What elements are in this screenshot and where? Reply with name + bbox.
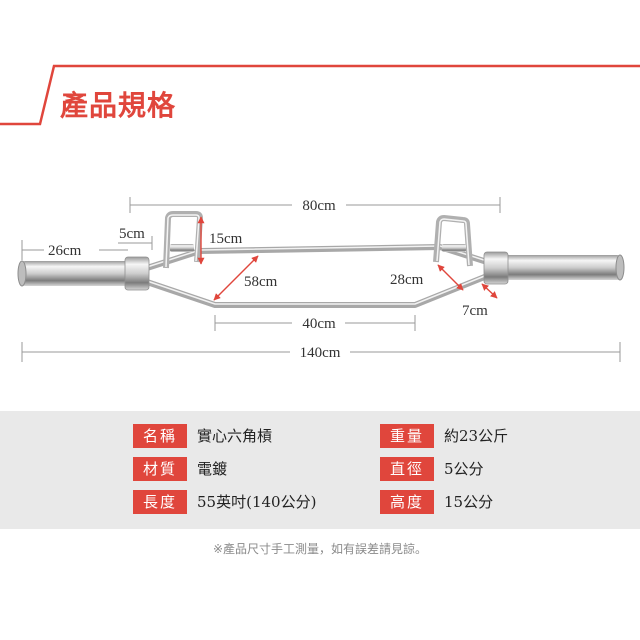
- back-rail-highlight: [146, 245, 488, 268]
- spec-value-material: 電鍍: [197, 460, 228, 478]
- dimension-top-width: [129, 197, 501, 213]
- measurement-note: ※產品尺寸手工測量，如有誤差請見諒。: [212, 542, 428, 556]
- dimension-total-length: [21, 342, 621, 362]
- spec-value-diameter: 5公分: [444, 460, 484, 478]
- hex-frame: [146, 244, 489, 308]
- dimension-label-sleeve: 26cm: [48, 243, 82, 259]
- dimension-label-bottom-rail: 40cm: [302, 316, 336, 332]
- right-handle: [433, 215, 473, 267]
- front-rail: [146, 273, 489, 308]
- back-rail: [146, 244, 488, 271]
- right-sleeve: [505, 254, 625, 281]
- dimension-sleeve: [21, 240, 128, 260]
- dimension-collar: [118, 236, 153, 250]
- dimension-label-side: 7cm: [462, 303, 488, 319]
- spec-label-name: 名稱: [133, 424, 187, 448]
- dimension-label-inner-width: 28cm: [390, 272, 424, 288]
- right-collar: [483, 251, 509, 285]
- spec-label-weight: 重量: [380, 424, 434, 448]
- header-decoration: [0, 64, 640, 126]
- product-drawing: 80cm 5cm 26cm 15cm 58cm 28cm 7cm: [17, 197, 625, 362]
- left-sleeve: [17, 260, 128, 287]
- spec-value-name: 實心六角槓: [197, 427, 273, 445]
- dimension-label-total-length: 140cm: [300, 345, 341, 361]
- left-collar: [124, 256, 150, 291]
- spec-value-height: 15公分: [444, 493, 494, 511]
- dimension-label-top-width: 80cm: [302, 198, 336, 214]
- spec-panel: 名稱 實心六角槓 重量 約23公斤 材質 電鍍 直徑 5公分 長度 55英吋(1…: [0, 411, 640, 529]
- spec-value-weight: 約23公斤: [444, 427, 509, 445]
- spec-label-length: 長度: [133, 490, 187, 514]
- dimension-bottom-rail: [214, 315, 416, 331]
- dimension-arrow-diagonal: [213, 255, 259, 301]
- dimension-label-collar: 5cm: [119, 226, 145, 242]
- section-title: 產品規格: [60, 89, 177, 122]
- dimension-arrow-side: [481, 283, 498, 299]
- dimension-label-diagonal: 58cm: [244, 274, 278, 290]
- spec-label-diameter: 直徑: [380, 457, 434, 481]
- spec-value-length: 55英吋(140公分): [197, 493, 317, 511]
- spec-label-material: 材質: [133, 457, 187, 481]
- header-red-line: [0, 64, 640, 126]
- dimension-label-handle-height: 15cm: [209, 231, 243, 247]
- spec-label-height: 高度: [380, 490, 434, 514]
- dimension-arrow-inner-width: [437, 264, 464, 291]
